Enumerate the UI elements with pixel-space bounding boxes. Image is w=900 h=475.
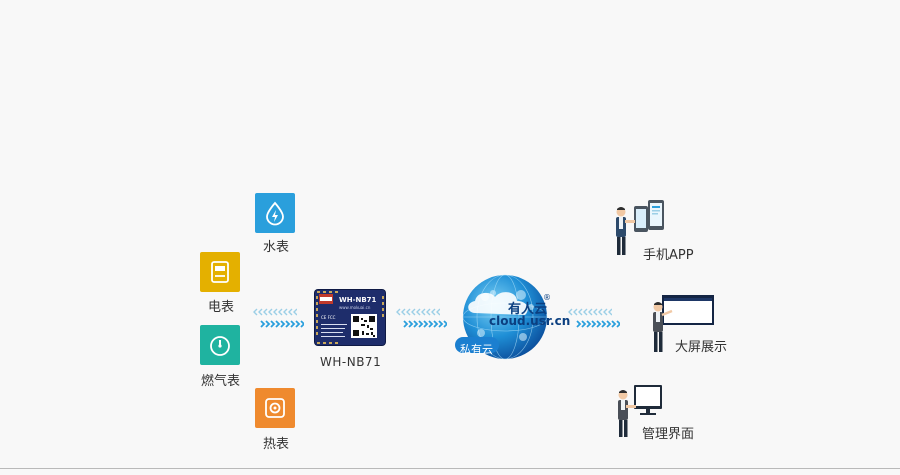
gas-meter-tile [200,325,240,365]
arrow-left-icon [396,308,440,316]
electric-meter-icon [211,261,229,283]
electric-meter-label: 电表 [208,300,235,315]
heat-meter-label: 热表 [263,437,290,452]
heat-meter-tile [255,388,295,428]
water-meter-label: 水表 [263,240,290,255]
water-meter-tile [255,193,295,233]
chip-url: www.mokuai.cn [339,305,371,310]
bottom-divider [0,468,900,469]
module-name-label: WH-NB71 [320,355,382,369]
large-screen-icon [650,293,716,359]
cloud-brand-title: 有人云 [508,302,548,317]
water-drop-icon [266,201,284,226]
gas-meter-label: 燃气表 [201,374,241,389]
chip-title: WH-NB71 [339,296,377,304]
arrow-left-icon [568,308,612,316]
cloud-globe-icon [445,273,557,361]
mobile-app-label: 手机APP [643,248,694,263]
heat-meter-icon [265,398,285,418]
mobile-phone-icon [612,198,668,262]
large-screen-label: 大屏展示 [675,340,728,355]
nb-module-chip: WH-NB71 www.mokuai.cn CE FCC [315,290,385,345]
arrow-right-icon [403,320,447,328]
computer-monitor-icon [614,381,664,443]
private-cloud-label: 私有云 [460,343,493,356]
chip-cert-mark: CE FCC [321,315,336,320]
electric-meter-tile [200,252,240,292]
arrow-right-icon [260,320,304,328]
gauge-icon [210,336,230,356]
management-interface-label: 管理界面 [642,427,695,442]
registered-mark: ® [543,293,551,302]
cloud-url: cloud.usr.cn [489,314,571,328]
arrow-left-icon [253,308,297,316]
arrow-right-icon [576,320,620,328]
